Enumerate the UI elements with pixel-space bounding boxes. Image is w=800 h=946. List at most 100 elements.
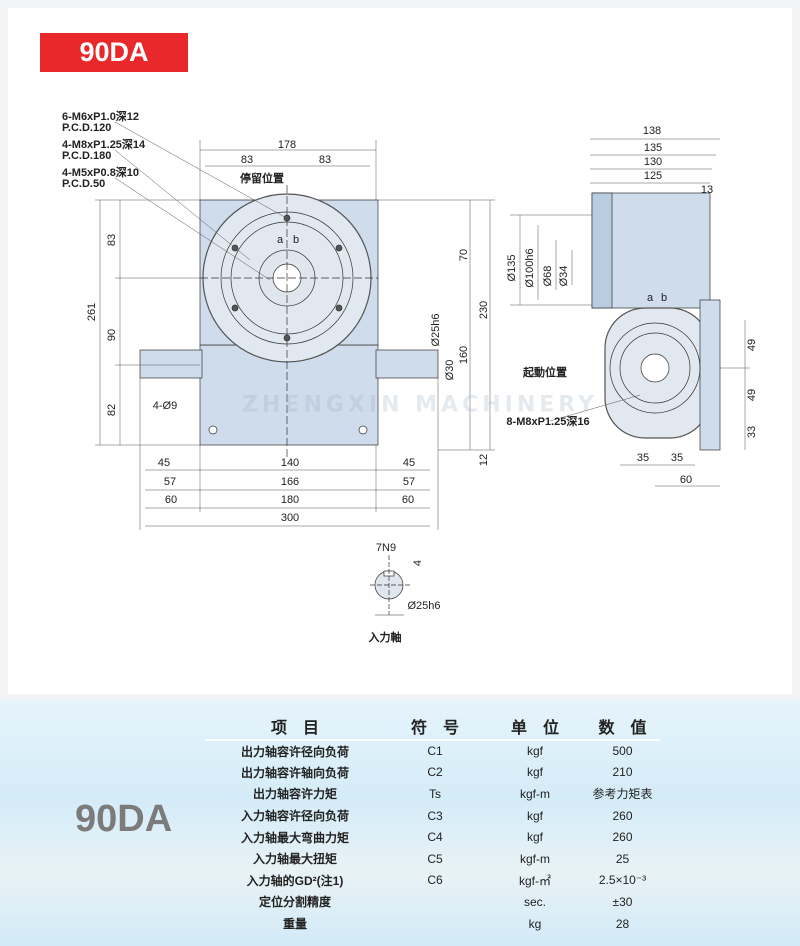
dim: 49: [746, 388, 758, 402]
table-cell: C3: [427, 808, 443, 823]
dim: 7N9: [375, 542, 397, 554]
model-label: 90DA: [75, 798, 173, 840]
dim: Ø135: [506, 254, 518, 282]
dim: 35: [670, 452, 684, 464]
table-cell: kgf-㎡: [518, 873, 551, 888]
annotation: P.C.D.120: [62, 122, 112, 134]
header: 项 目: [205, 712, 385, 741]
front-view: [139, 185, 439, 460]
annotation: P.C.D.50: [62, 178, 106, 190]
header: 单 位: [485, 712, 585, 741]
table-cell: 2.5×10⁻³: [598, 873, 647, 888]
table-cell: kgf: [526, 765, 543, 780]
dim: 166: [280, 476, 300, 488]
dim: 138: [642, 125, 662, 137]
dim: 83: [240, 154, 254, 166]
dim: Ø100h6: [524, 248, 536, 288]
dim: 70: [458, 248, 470, 262]
table-cell: 28: [615, 916, 630, 931]
input-shaft-label: 入力軸: [368, 632, 402, 644]
dim: 4: [412, 559, 424, 567]
dim: 45: [402, 457, 416, 469]
dim: 57: [163, 476, 177, 488]
table-cell: kgf: [526, 830, 543, 845]
table-cell: [385, 913, 485, 935]
table-cell: 出力轴容许力矩: [252, 787, 337, 802]
dim: 33: [746, 425, 758, 439]
table-cell: 210: [612, 765, 633, 780]
table-cell: C1: [427, 744, 443, 759]
dim: Ø30: [444, 359, 456, 381]
dim: 180: [280, 494, 300, 506]
table-cell: 重量: [282, 917, 307, 932]
table-cell: 入力轴最大扭矩: [252, 852, 337, 867]
table-cell: 25: [615, 851, 630, 866]
start-position-label: 起動位置: [523, 367, 567, 379]
dim: 130: [643, 156, 663, 168]
table-cell: 参考力矩表: [592, 787, 653, 802]
table-cell: 260: [612, 830, 633, 845]
table-cell: C4: [427, 830, 443, 845]
annotation: 4-M8xP1.25深14: [62, 139, 146, 151]
table-row: 入力轴最大扭矩 C5 kgf-m 25: [205, 848, 660, 870]
dim: Ø25h6: [430, 313, 442, 347]
side-view: [591, 192, 721, 451]
table-cell: 出力轴容许径向负荷: [240, 744, 349, 759]
dim: b: [292, 234, 300, 246]
dim: 83: [106, 233, 118, 247]
spec-table: 项 目 符 号 单 位 数 值 出力轴容许径向负荷 C1 kgf 500 出力轴容许轴向…: [205, 712, 660, 934]
dim: 140: [280, 457, 300, 469]
dim: 90: [106, 328, 118, 342]
table-cell: 出力轴容许轴向负荷: [240, 765, 349, 780]
header: 符 号: [385, 712, 485, 741]
dim: 4-Ø9: [152, 400, 178, 412]
table-cell: C6: [427, 873, 443, 888]
dim: Ø34: [558, 265, 570, 287]
dim: 230: [478, 300, 490, 320]
dim: 60: [164, 494, 178, 506]
dim: b: [660, 292, 668, 304]
table-cell: C5: [427, 851, 443, 866]
dim: 60: [679, 474, 693, 486]
spec-panel: [0, 700, 800, 946]
dim: 160: [458, 345, 470, 365]
table-cell: ±30: [612, 894, 633, 909]
table-cell: 定位分割精度: [258, 895, 331, 910]
technical-drawing: [95, 121, 750, 616]
table-cell: 500: [612, 744, 633, 759]
dim: 45: [157, 457, 171, 469]
dim: 60: [401, 494, 415, 506]
shaft-detail: [370, 555, 410, 616]
table-cell: Ts: [429, 786, 441, 801]
watermark: ZHENGXIN MACHINERY: [242, 392, 598, 418]
dim: 125: [643, 170, 663, 182]
dim: a: [276, 234, 284, 246]
table-cell: kgf: [526, 808, 543, 823]
dim: 82: [106, 403, 118, 417]
dim: 178: [277, 139, 297, 151]
annotation: 4-M5xP0.8深10: [62, 167, 140, 179]
table-cell: kg: [528, 916, 542, 931]
table-cell: [385, 891, 485, 913]
table-cell: 入力轴容许径向负荷: [240, 809, 349, 824]
annotation: P.C.D.180: [62, 150, 112, 162]
stop-position-label: 停留位置: [240, 173, 284, 185]
header: 数 值: [585, 712, 660, 741]
table-cell: 入力轴的GD²(注1): [246, 873, 344, 888]
dim: 49: [746, 338, 758, 352]
dim: Ø68: [542, 265, 554, 287]
dim: Ø25h6: [407, 600, 441, 612]
table-cell: kgf-m: [520, 851, 550, 866]
dim: 57: [402, 476, 416, 488]
dim: 261: [86, 302, 98, 322]
table-row: 重量 kg 28: [205, 913, 660, 935]
table-cell: 入力轴最大弯曲力矩: [240, 830, 349, 845]
dim: a: [646, 292, 654, 304]
dim: 12: [478, 453, 490, 467]
table-header: 项 目 符 号 单 位 数 值: [205, 712, 660, 741]
